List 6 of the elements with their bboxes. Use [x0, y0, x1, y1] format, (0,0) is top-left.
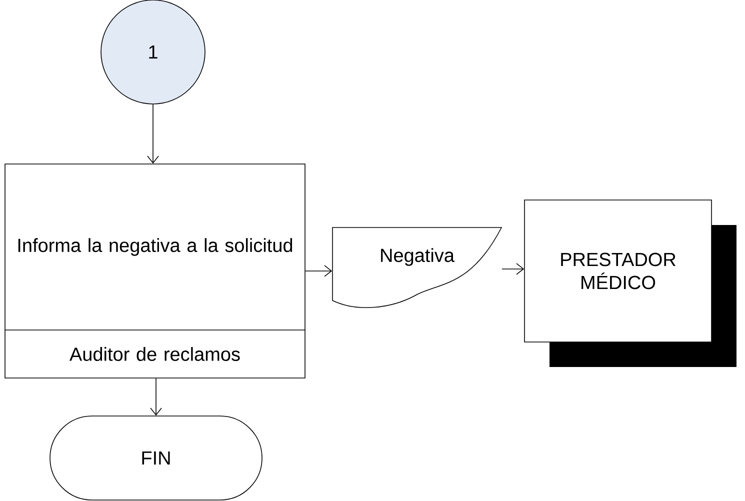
arrow: [502, 263, 524, 275]
arrow: [305, 265, 332, 277]
arrow: [150, 378, 162, 416]
process-box: Informa la negativa a la solicitud Auditor de reclamos: [4, 164, 306, 378]
external-entity-box: PRESTADOR MÉDICO: [524, 200, 736, 367]
arrow: [147, 104, 159, 164]
